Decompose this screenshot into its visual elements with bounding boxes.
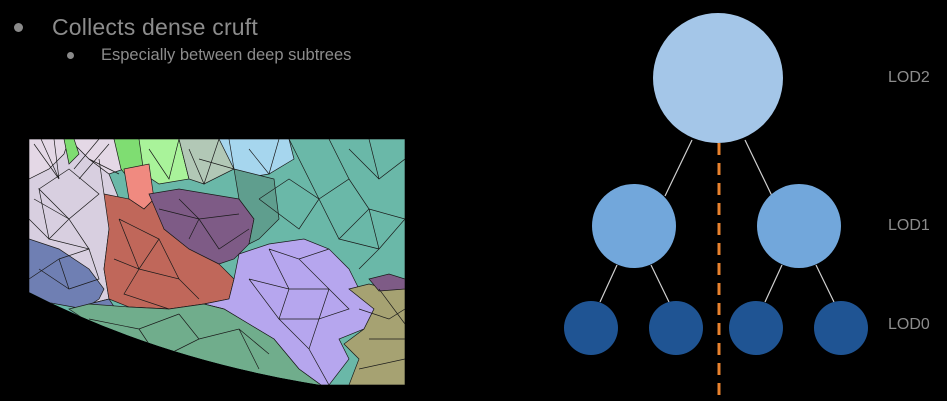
triangulated-mesh-image	[29, 139, 405, 385]
tree-edges	[599, 139, 835, 303]
bullet-text: Collects dense cruft	[52, 14, 258, 40]
bullet-item-level2: Especially between deep subtrees	[67, 46, 351, 65]
lod1-label: LOD1	[888, 217, 930, 234]
node-lod0-3	[729, 301, 783, 355]
lod0-label: LOD0	[888, 316, 930, 333]
node-lod0-2	[649, 301, 703, 355]
node-lod1-right	[757, 184, 841, 268]
bullet-dot-icon	[14, 23, 23, 32]
bullet-text: Especially between deep subtrees	[101, 46, 352, 64]
bullet-item-level1: Collects dense cruft	[14, 14, 258, 41]
node-lod2	[653, 13, 783, 143]
node-lod0-1	[564, 301, 618, 355]
lod2-label: LOD2	[888, 69, 930, 86]
node-lod0-4	[814, 301, 868, 355]
node-lod1-left	[592, 184, 676, 268]
bullet-dot-icon	[67, 52, 74, 59]
